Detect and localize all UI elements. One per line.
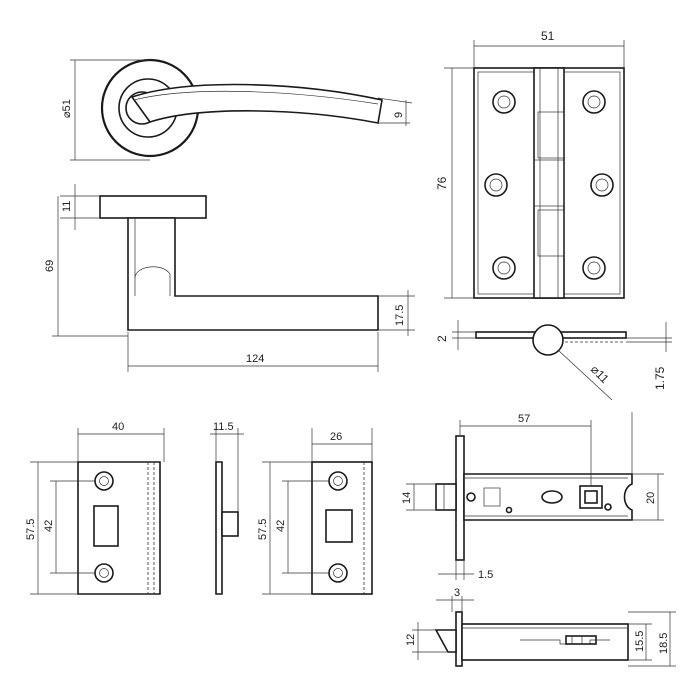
dim-striker-side: 11.5 — [213, 421, 234, 433]
screw-hole-inner — [595, 178, 609, 192]
dim-knuckle-offset: 1.75 — [653, 366, 667, 390]
leader-knuckle — [557, 349, 613, 401]
ext-tip-top — [377, 97, 413, 104]
latch-top-forend — [455, 611, 463, 667]
dim-latch-bolt-h: 12 — [405, 634, 417, 646]
latch-top-case — [461, 623, 629, 661]
dim-lever-thickness: 17.5 — [394, 305, 406, 326]
dim-keep-height: 57.5 — [257, 519, 269, 540]
dim-rose-diameter: ⌀51 — [61, 99, 73, 118]
striker-screw-bot-inner — [99, 568, 109, 578]
dim-hinge-width: 51 — [541, 29, 555, 43]
dim-lever-length: 124 — [246, 353, 264, 365]
striker-plate-view: 40 57.5 42 — [25, 421, 165, 595]
dim-latch-case-h: 15.5 — [634, 631, 646, 652]
striker-latch-opening — [93, 505, 119, 547]
latch-top-view: 3 12 15.5 18.5 — [405, 587, 676, 667]
latch-pin — [466, 492, 476, 502]
lever-side-view: 11 69 17.5 124 — [44, 184, 415, 372]
keep-plate-view: 26 57.5 42 — [257, 428, 373, 595]
latch-case — [463, 473, 633, 521]
screw-hole-inner — [489, 178, 503, 192]
striker-side-view: 11.5 — [210, 421, 244, 595]
screw-hole — [492, 90, 516, 114]
dim-rose-thickness: 11 — [61, 201, 73, 212]
screw-hole — [590, 173, 614, 197]
screw-hole — [492, 256, 516, 280]
hinge-knuckle — [533, 67, 565, 299]
latch-bolt — [435, 483, 457, 511]
lever-body-side — [127, 217, 379, 331]
dim-latch-bolt: 3 — [454, 587, 460, 599]
lever-arm-top — [130, 83, 383, 124]
dim-striker-height: 57.5 — [25, 519, 37, 540]
knuckle-seg-3 — [537, 209, 565, 257]
dim-lever-tip: 9 — [393, 112, 405, 118]
latch-top-slide — [565, 635, 597, 645]
dim-keep-holes: 42 — [275, 520, 287, 532]
screw-hole-inner — [587, 261, 601, 275]
rose-side — [99, 195, 207, 219]
dim-latch-plate: 1.5 — [478, 569, 493, 581]
screw-hole — [582, 90, 606, 114]
dim-knuckle-diameter: ⌀11 — [588, 362, 612, 386]
dim-hinge-height: 76 — [435, 176, 449, 190]
lever-top-view: ⌀51 9 — [61, 58, 413, 161]
striker-side-plate — [215, 461, 223, 595]
latch-spindle-box — [579, 485, 603, 509]
striker-screw-top-inner — [99, 476, 109, 486]
striker-side-box — [221, 511, 239, 537]
latch-slot — [541, 490, 563, 504]
dim-latch-overall-h: 18.5 — [658, 633, 670, 654]
dim-latch-case: 20 — [645, 492, 657, 504]
dim-keep-width: 26 — [330, 431, 342, 443]
screw-hole-inner — [587, 95, 601, 109]
hinge-front-view: 51 76 — [435, 29, 625, 299]
knuckle-seg-1 — [537, 111, 565, 159]
dim-striker-width: 40 — [112, 421, 124, 433]
lever-arm-edge — [133, 90, 379, 105]
latch-spindle-hole — [584, 490, 598, 504]
screw-hole-inner — [497, 261, 511, 275]
hinge-end-view: 2 ⌀11 1.75 — [435, 320, 672, 401]
striker-plate — [77, 461, 161, 595]
dim-handle-height: 69 — [44, 260, 56, 272]
knuckle-seg-2 — [533, 159, 565, 207]
hinge-knuckle-end — [532, 324, 564, 356]
latch-small-hole — [604, 503, 612, 511]
screw-hole-inner — [497, 95, 511, 109]
dim-latch-forend: 14 — [401, 492, 413, 504]
keep-plate — [311, 461, 373, 595]
dim-striker-holes: 42 — [43, 520, 55, 532]
dim-hinge-leaf: 2 — [435, 335, 449, 342]
keep-opening — [325, 509, 353, 543]
latch-forend-plate — [455, 435, 465, 561]
latch-side-view: 57 14 20 1.5 — [401, 412, 664, 581]
latch-mechanism — [483, 487, 501, 507]
screw-hole — [582, 256, 606, 280]
latch-top-bolt — [434, 629, 457, 653]
dim-latch-backset: 57 — [518, 413, 530, 425]
latch-rivet — [505, 506, 513, 514]
keep-screw-top-inner — [333, 476, 343, 486]
keep-screw-bot-inner — [333, 568, 343, 578]
screw-hole — [484, 173, 508, 197]
